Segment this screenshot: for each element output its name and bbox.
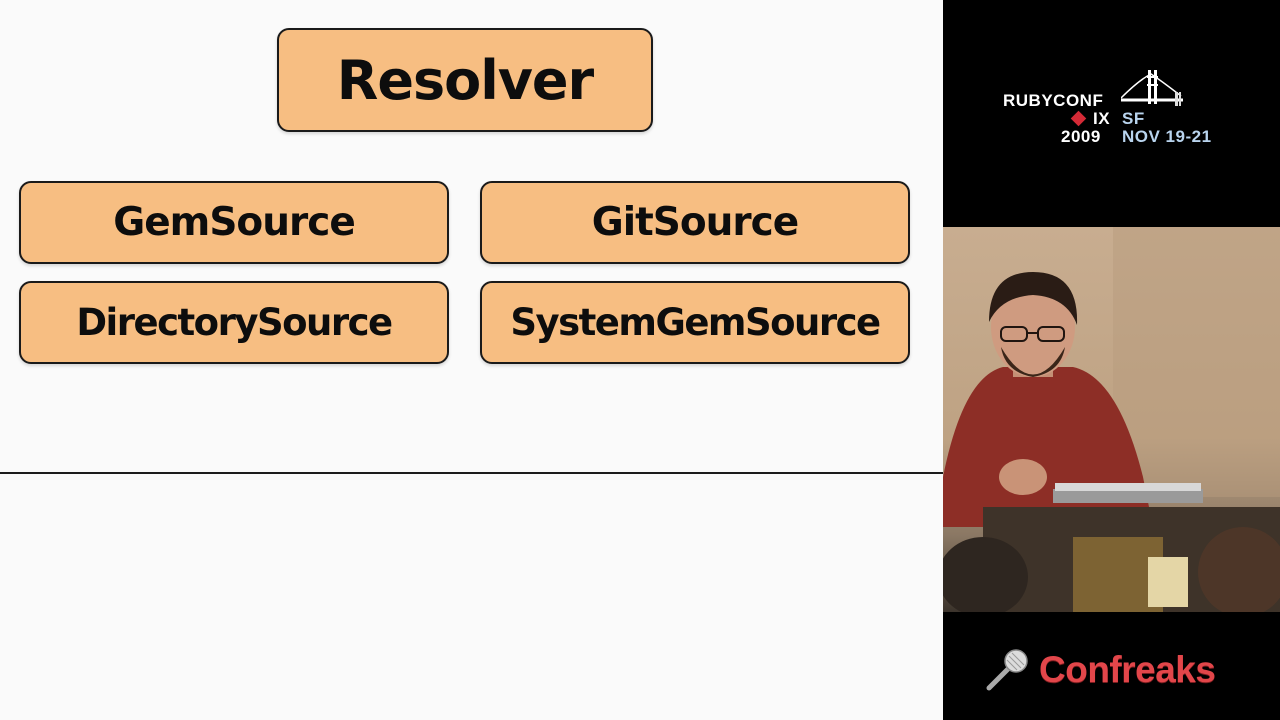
presentation-slide: Resolver GemSource GitSource DirectorySo… [0,0,943,720]
directory-source-box: DirectorySource [19,281,449,364]
speaker-video [943,227,1280,612]
side-panel: RUBYCONF IX 2009 SF NOV 19-21 [943,0,1280,720]
brand-name: Confreaks [1039,649,1216,690]
speaker-video-illustration [943,227,1280,612]
confreaks-brand: Confreaks [983,640,1243,700]
resolver-box: Resolver [277,28,653,132]
conference-dates: NOV 19-21 [1122,127,1212,146]
ruby-gem-icon [1070,110,1087,127]
system-gem-source-box: SystemGemSource [480,281,910,364]
conference-logo: RUBYCONF IX 2009 SF NOV 19-21 [1003,70,1243,160]
conference-city: SF [1122,109,1145,128]
conference-edition: IX [1093,109,1111,128]
microphone-icon [986,649,1028,691]
git-source-box: GitSource [480,181,910,264]
gem-source-box: GemSource [19,181,449,264]
golden-gate-bridge-icon [1121,70,1183,106]
conference-year: 2009 [1061,127,1101,146]
conference-name: RUBYCONF [1003,91,1104,110]
slide-divider [0,472,943,474]
